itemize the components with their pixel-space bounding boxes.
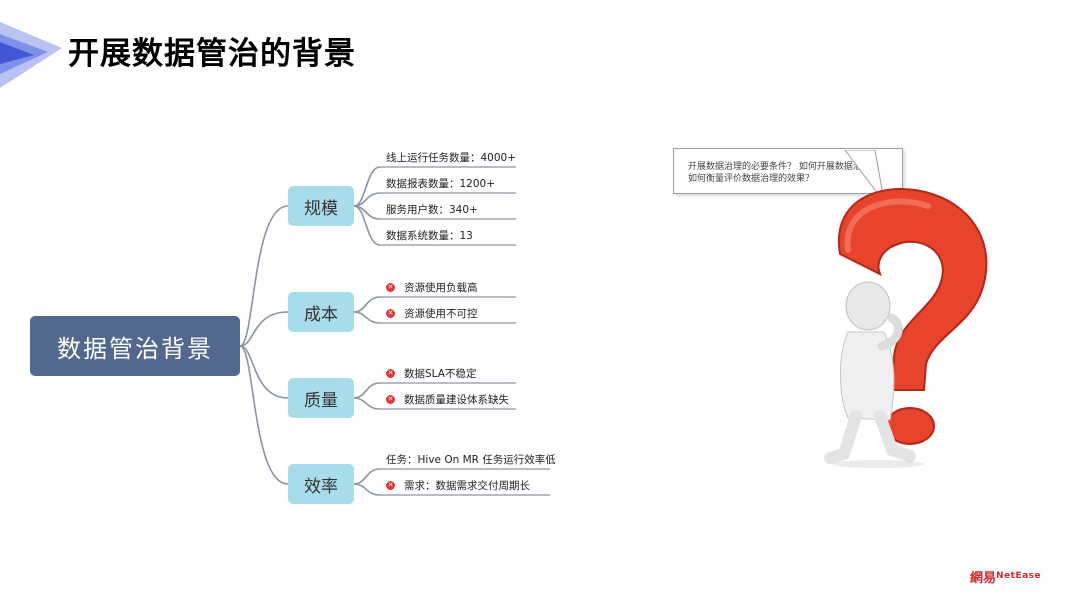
leaf-text: 数据报表数量：1200+: [386, 178, 496, 190]
mindmap-leaf: 任务：Hive On MR 任务运行效率低: [386, 452, 556, 467]
root-connector: [239, 345, 289, 485]
mindmap-category: 成本: [288, 292, 354, 332]
mindmap-category: 质量: [288, 378, 354, 418]
leaf-text: 资源使用不可控: [404, 308, 478, 320]
mindmap-root: 数据管治背景: [30, 316, 240, 376]
netease-logo-text: NetEase: [996, 571, 1042, 581]
thinking-person-question-icon: [824, 150, 988, 468]
bubble-line-2: 如何衡量评价数据治理的效果？: [688, 174, 815, 184]
leaf-connector: [353, 311, 381, 324]
mindmap-category: 规模: [288, 186, 354, 226]
leaf-connector: [353, 166, 381, 207]
leaf-text: 线上运行任务数量：4000+: [386, 152, 517, 164]
mindmap-leaf: ✕ 需求：数据需求交付周期长: [386, 478, 530, 493]
leaf-connector: [353, 382, 381, 399]
root-connector: [239, 311, 289, 347]
warning-icon: ✕: [386, 481, 395, 490]
leaf-connector: [353, 468, 381, 485]
leaf-text: 服务用户数：340+: [386, 204, 478, 216]
page-title: 开展数据管治的背景: [68, 36, 356, 72]
leaf-text: 数据系统数量：13: [386, 230, 473, 242]
leaf-text: 任务：Hive On MR 任务运行效率低: [386, 454, 556, 466]
mindmap-leaf: 服务用户数：340+: [386, 202, 478, 217]
root-connector: [239, 345, 289, 399]
leaf-text: 数据质量建设体系缺失: [404, 394, 509, 406]
root-connector: [239, 205, 289, 347]
warning-icon: ✕: [386, 395, 395, 404]
mindmap-leaf: ✕ 数据SLA不稳定: [386, 366, 476, 381]
corner-decoration: [0, 22, 62, 88]
bubble-line-1: 开展数据治理的必要条件？ 如何开展数据治理？: [688, 162, 880, 172]
warning-icon: ✕: [386, 369, 395, 378]
leaf-connector: [353, 205, 381, 246]
mindmap-leaf: ✕ 资源使用负载高: [386, 280, 478, 295]
leaf-text: 资源使用负载高: [404, 282, 478, 294]
warning-icon: ✕: [386, 283, 395, 292]
warning-icon: ✕: [386, 309, 395, 318]
leaf-connector: [353, 397, 381, 410]
netease-logo: 網易: [970, 571, 997, 586]
leaf-text: 需求：数据需求交付周期长: [404, 480, 530, 492]
mindmap-category: 效率: [288, 464, 354, 504]
mindmap-leaf: 数据报表数量：1200+: [386, 176, 495, 191]
mindmap-leaf: ✕ 资源使用不可控: [386, 306, 478, 321]
leaf-connector: [353, 483, 381, 496]
mindmap-leaf: 线上运行任务数量：4000+: [386, 150, 516, 165]
leaf-text: 数据SLA不稳定: [404, 368, 477, 380]
mindmap-leaf: ✕ 数据质量建设体系缺失: [386, 392, 509, 407]
leaf-connector: [353, 296, 381, 313]
mindmap-leaf: 数据系统数量：13: [386, 228, 473, 243]
